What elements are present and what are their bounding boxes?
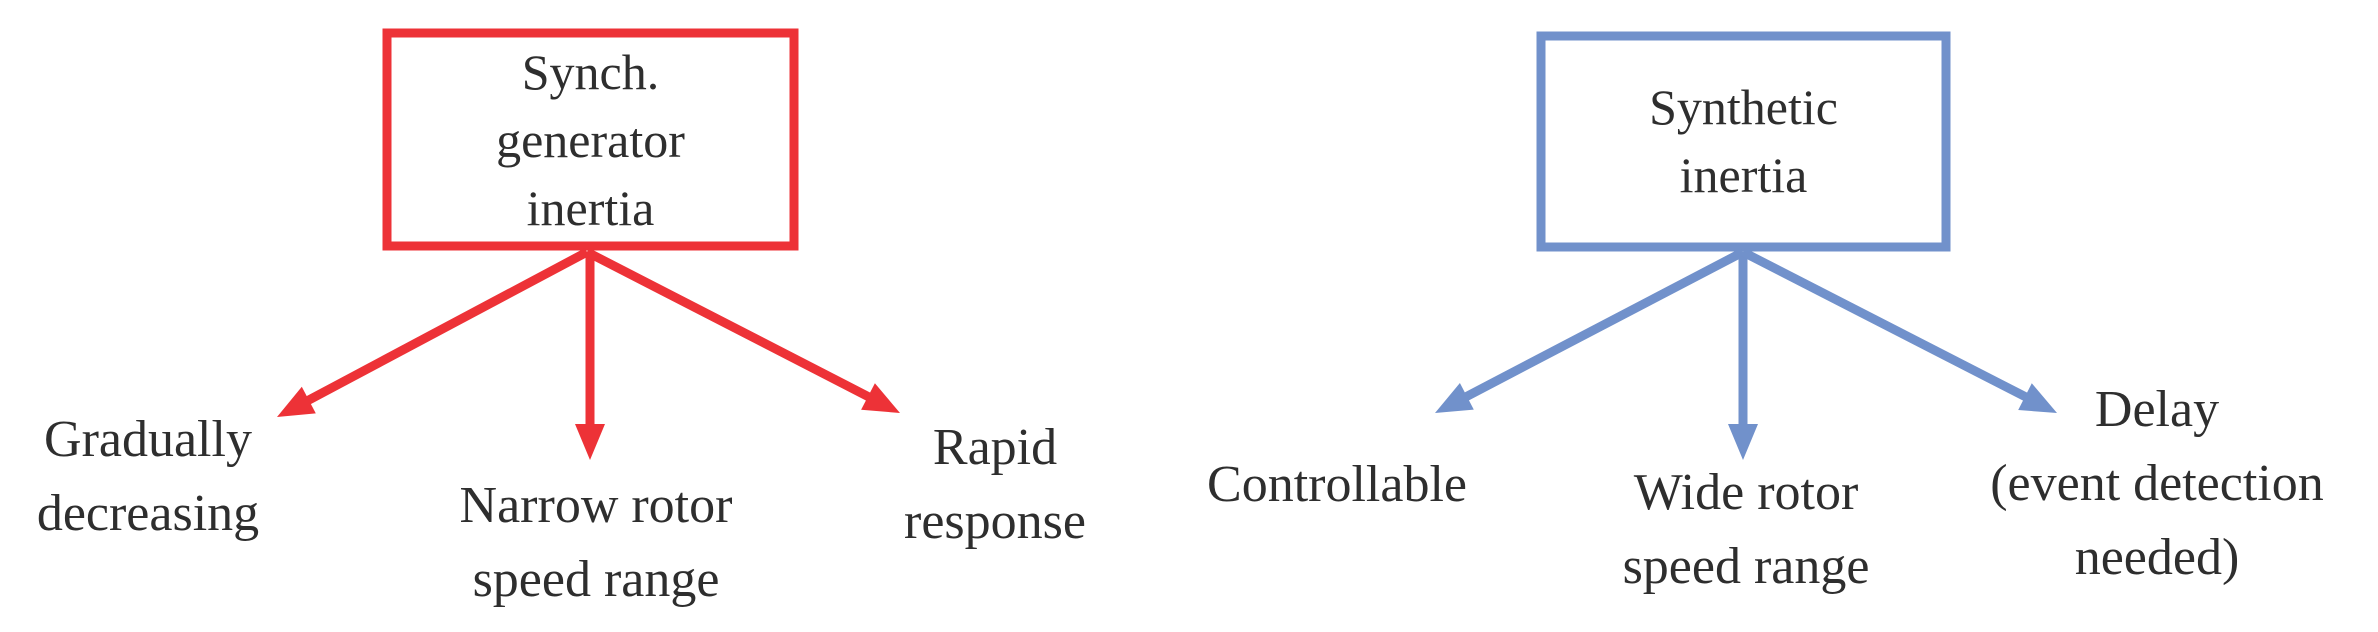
arrowhead-narrow-rotor-speed-range: [575, 424, 605, 460]
synthetic-inertia-box-outline: [1536, 31, 1951, 252]
label-controllable: Controllable: [1207, 456, 1467, 513]
synch-generator-inertia-box-outline: [382, 28, 799, 251]
arrow-line-to-rapid-response: [584, 247, 876, 404]
arrow-line-to-delay: [1740, 247, 2033, 404]
arrowhead-rapid-response: [861, 383, 900, 413]
label-rapid-response: Rapid response: [904, 419, 1086, 550]
label-wide-rotor-speed-range: Wide rotor speed range: [1622, 464, 1870, 595]
arrowhead-gradually-decreasing: [277, 386, 316, 417]
arrowhead-controllable: [1435, 383, 1474, 413]
arrow-line-to-gradually-decreasing: [301, 248, 590, 407]
label-delay-event-detection-needed: Delay (event detection needed): [1990, 381, 2324, 586]
arrowhead-delay: [2018, 383, 2057, 413]
arrowhead-wide-rotor-speed-range: [1728, 424, 1758, 460]
synthetic-inertia-box-label: Synthetic inertia: [1649, 79, 1838, 203]
label-narrow-rotor-speed-range: Narrow rotor speed range: [459, 477, 733, 608]
label-gradually-decreasing: Gradually decreasing: [36, 411, 260, 542]
arrow-line-to-controllable: [1459, 248, 1746, 404]
synch-generator-inertia-box-label: Synch. generator inertia: [496, 44, 685, 236]
